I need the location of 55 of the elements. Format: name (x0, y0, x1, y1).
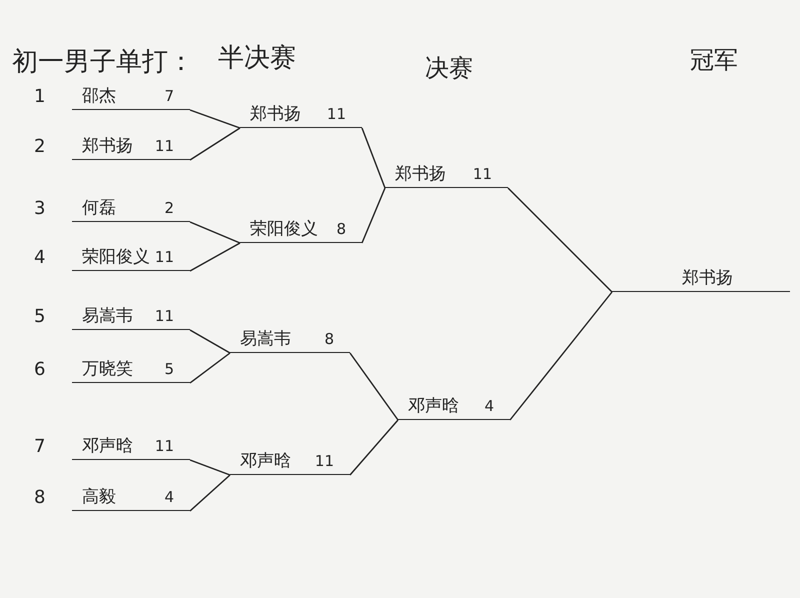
bracket-connector (190, 459, 230, 476)
seed-number: 1 (34, 86, 46, 107)
score: 5 (164, 360, 174, 378)
seed-number: 3 (34, 198, 46, 219)
bracket-connector (190, 242, 240, 272)
player-name: 易嵩韦 (240, 328, 291, 350)
bracket-connector (190, 329, 230, 354)
bracket-connector (190, 474, 230, 512)
score: 8 (324, 330, 334, 348)
score: 11 (314, 452, 334, 470)
seed-number: 8 (34, 487, 46, 508)
bracket-connector (349, 420, 399, 476)
player-name: 郑书扬 (682, 267, 733, 289)
bracket-title: 初一男子单打： (12, 46, 194, 79)
bracket-connector (190, 109, 240, 129)
bracket-connector (361, 128, 386, 188)
score: 11 (154, 307, 174, 325)
score: 4 (164, 488, 174, 506)
seed-number: 5 (34, 306, 46, 327)
player-name: 郑书扬 (82, 135, 133, 157)
player-name: 郑书扬 (395, 163, 446, 185)
player-name: 邵杰 (82, 85, 116, 107)
round-heading: 冠军 (690, 45, 738, 76)
score: 11 (326, 105, 346, 123)
bracket-connector (190, 221, 240, 244)
player-name: 邓声晗 (240, 450, 291, 472)
score: 11 (154, 248, 174, 266)
player-name: 易嵩韦 (82, 305, 133, 327)
player-name: 邓声晗 (408, 395, 459, 417)
bracket-connector (509, 292, 613, 420)
player-name: 荣阳俊义 (82, 246, 150, 268)
bracket-connector (349, 352, 399, 420)
score: 11 (472, 165, 492, 183)
bracket-connector (190, 127, 240, 161)
round-heading: 决赛 (425, 53, 473, 84)
bracket-connector (361, 188, 386, 244)
score: 4 (484, 397, 494, 415)
round-heading: 半决赛 (218, 42, 296, 75)
player-name: 何磊 (82, 197, 116, 219)
player-name: 高毅 (82, 486, 116, 508)
seed-number: 7 (34, 436, 46, 457)
bracket-connector (190, 352, 230, 384)
player-name: 荣阳俊义 (250, 218, 318, 240)
score: 7 (164, 87, 174, 105)
seed-number: 6 (34, 359, 46, 380)
seed-number: 2 (34, 136, 46, 157)
player-name: 郑书扬 (250, 103, 301, 125)
player-name: 邓声晗 (82, 435, 133, 457)
score: 11 (154, 437, 174, 455)
seed-number: 4 (34, 247, 46, 268)
score: 2 (164, 199, 174, 217)
bracket-connector (508, 188, 612, 292)
score: 8 (336, 220, 346, 238)
score: 11 (154, 137, 174, 155)
player-name: 万晓笑 (82, 358, 133, 380)
